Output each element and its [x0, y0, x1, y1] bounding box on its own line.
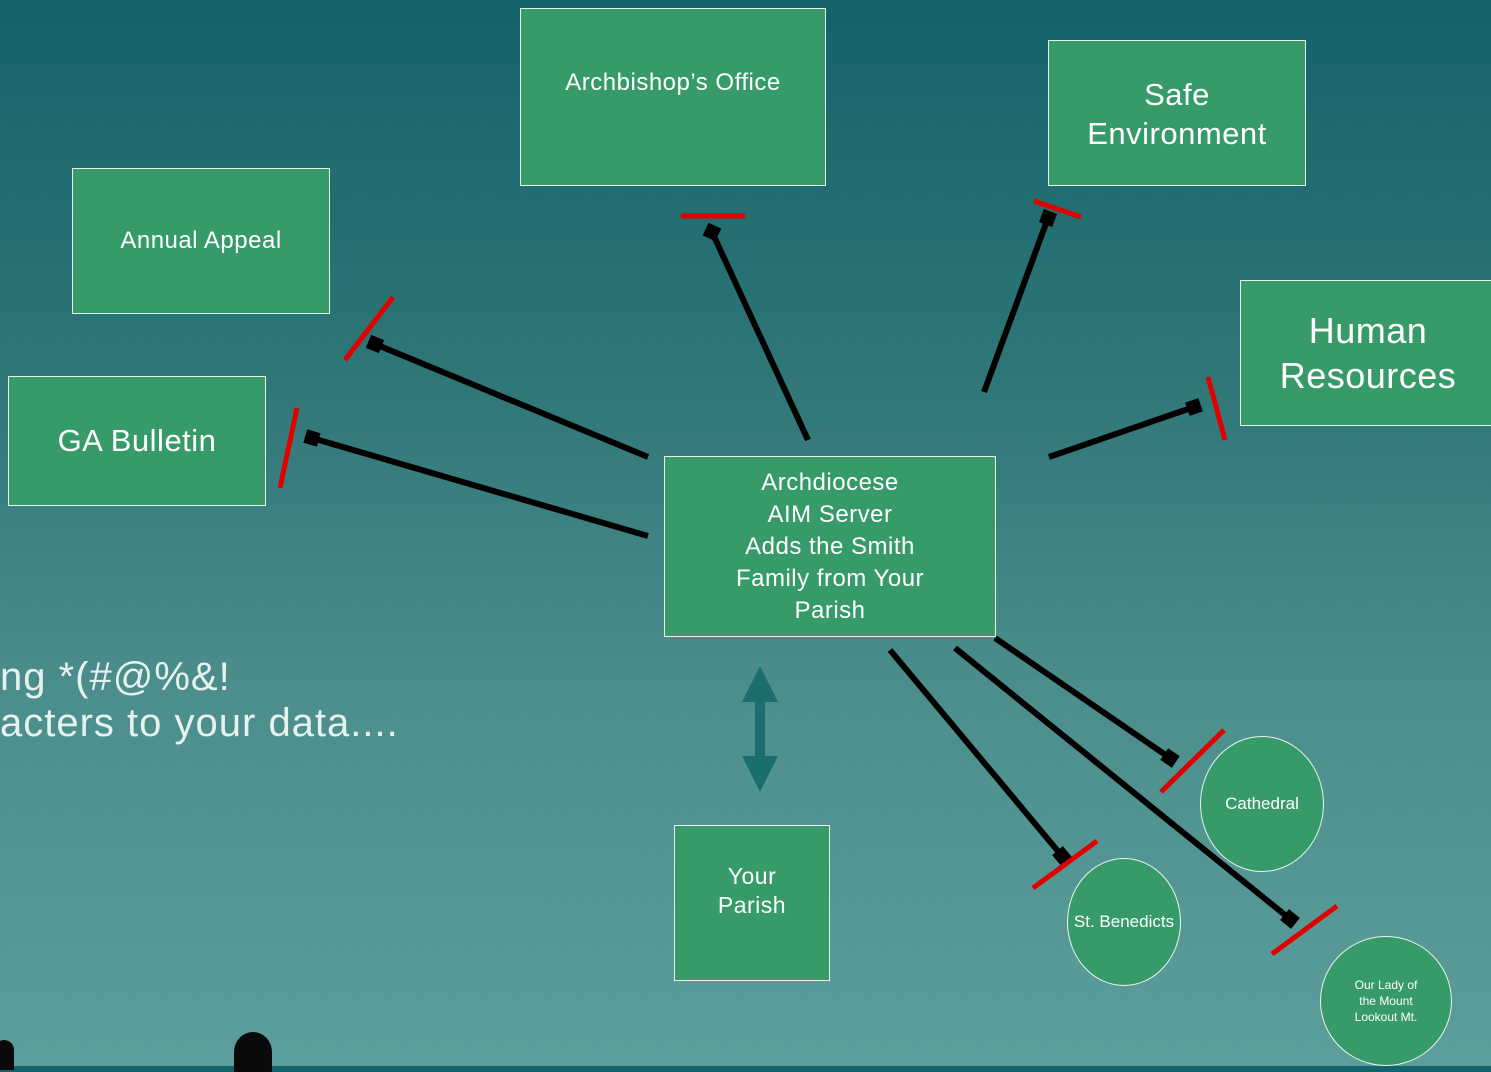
- node-aim-server-label: Archdiocese AIM Server Adds the Smith Fa…: [735, 468, 925, 624]
- background-caption: ng *(#@%&! acters to your data....: [0, 654, 399, 746]
- blocker-safe-environment: [1033, 198, 1082, 220]
- connector-human-resources: [1048, 404, 1195, 460]
- connector-end-cathedral: [1160, 748, 1180, 768]
- background-caption-line-2: acters to your data....: [0, 701, 399, 745]
- blocker-ga-bulletin: [277, 407, 300, 489]
- node-st-benedicts: St. Benedicts: [1067, 858, 1181, 986]
- node-cathedral: Cathedral: [1200, 736, 1324, 872]
- node-ga-bulletin: GA Bulletin: [8, 376, 266, 506]
- connector-end-annual-appeal: [365, 334, 385, 354]
- node-archbishops-office-label: Archbishop’s Office: [565, 69, 781, 96]
- node-your-parish: Your Parish: [674, 825, 830, 981]
- sync-arrow-up-head: [742, 666, 778, 702]
- connector-end-human-resources: [1185, 398, 1203, 416]
- blocker-st-benedicts: [1031, 838, 1099, 891]
- node-safe-environment: Safe Environment: [1048, 40, 1306, 186]
- sync-arrow-shaft: [755, 700, 765, 758]
- blocker-annual-appeal: [343, 295, 395, 362]
- node-human-resources-label: Human Resources: [1279, 310, 1457, 396]
- connector-end-our-lady: [1280, 909, 1300, 929]
- sync-arrow-down-head: [742, 756, 778, 792]
- blocker-cathedral: [1159, 728, 1226, 794]
- node-st-benedicts-label: St. Benedicts: [1073, 912, 1175, 931]
- connector-safe-environment: [981, 216, 1051, 394]
- node-safe-environment-label: Safe Environment: [1087, 77, 1267, 151]
- node-ga-bulletin-label: GA Bulletin: [57, 423, 217, 458]
- node-our-lady-of-the-mount: Our Lady of the Mount Lookout Mt.: [1320, 936, 1452, 1066]
- node-aim-server: Archdiocese AIM Server Adds the Smith Fa…: [664, 456, 996, 637]
- connector-st-benedicts: [887, 648, 1065, 858]
- node-your-parish-label: Your Parish: [717, 863, 787, 918]
- blocker-human-resources: [1205, 376, 1228, 441]
- connector-annual-appeal: [373, 341, 650, 460]
- connector-ga-bulletin: [311, 435, 649, 539]
- node-archbishops-office: Archbishop’s Office: [520, 8, 826, 186]
- connector-end-ga-bulletin: [303, 429, 321, 447]
- node-human-resources: Human Resources: [1240, 280, 1491, 426]
- connector-end-safe-environment: [1039, 209, 1057, 227]
- person-silhouette-head: [234, 1032, 272, 1072]
- connector-end-archbishop: [702, 222, 722, 242]
- sync-arrow: [742, 666, 778, 792]
- blocker-our-lady: [1270, 903, 1339, 957]
- connector-archbishop: [709, 230, 811, 442]
- node-annual-appeal-label: Annual Appeal: [120, 227, 282, 254]
- connector-cathedral: [993, 635, 1172, 761]
- node-cathedral-label: Cathedral: [1225, 794, 1299, 813]
- node-annual-appeal: Annual Appeal: [72, 168, 330, 314]
- connector-our-lady: [953, 645, 1292, 922]
- person-silhouette-left: [0, 1040, 14, 1070]
- node-our-lady-of-the-mount-label: Our Lady of the Mount Lookout Mt.: [1354, 978, 1418, 1024]
- background-caption-line-1: ng *(#@%&!: [0, 655, 231, 699]
